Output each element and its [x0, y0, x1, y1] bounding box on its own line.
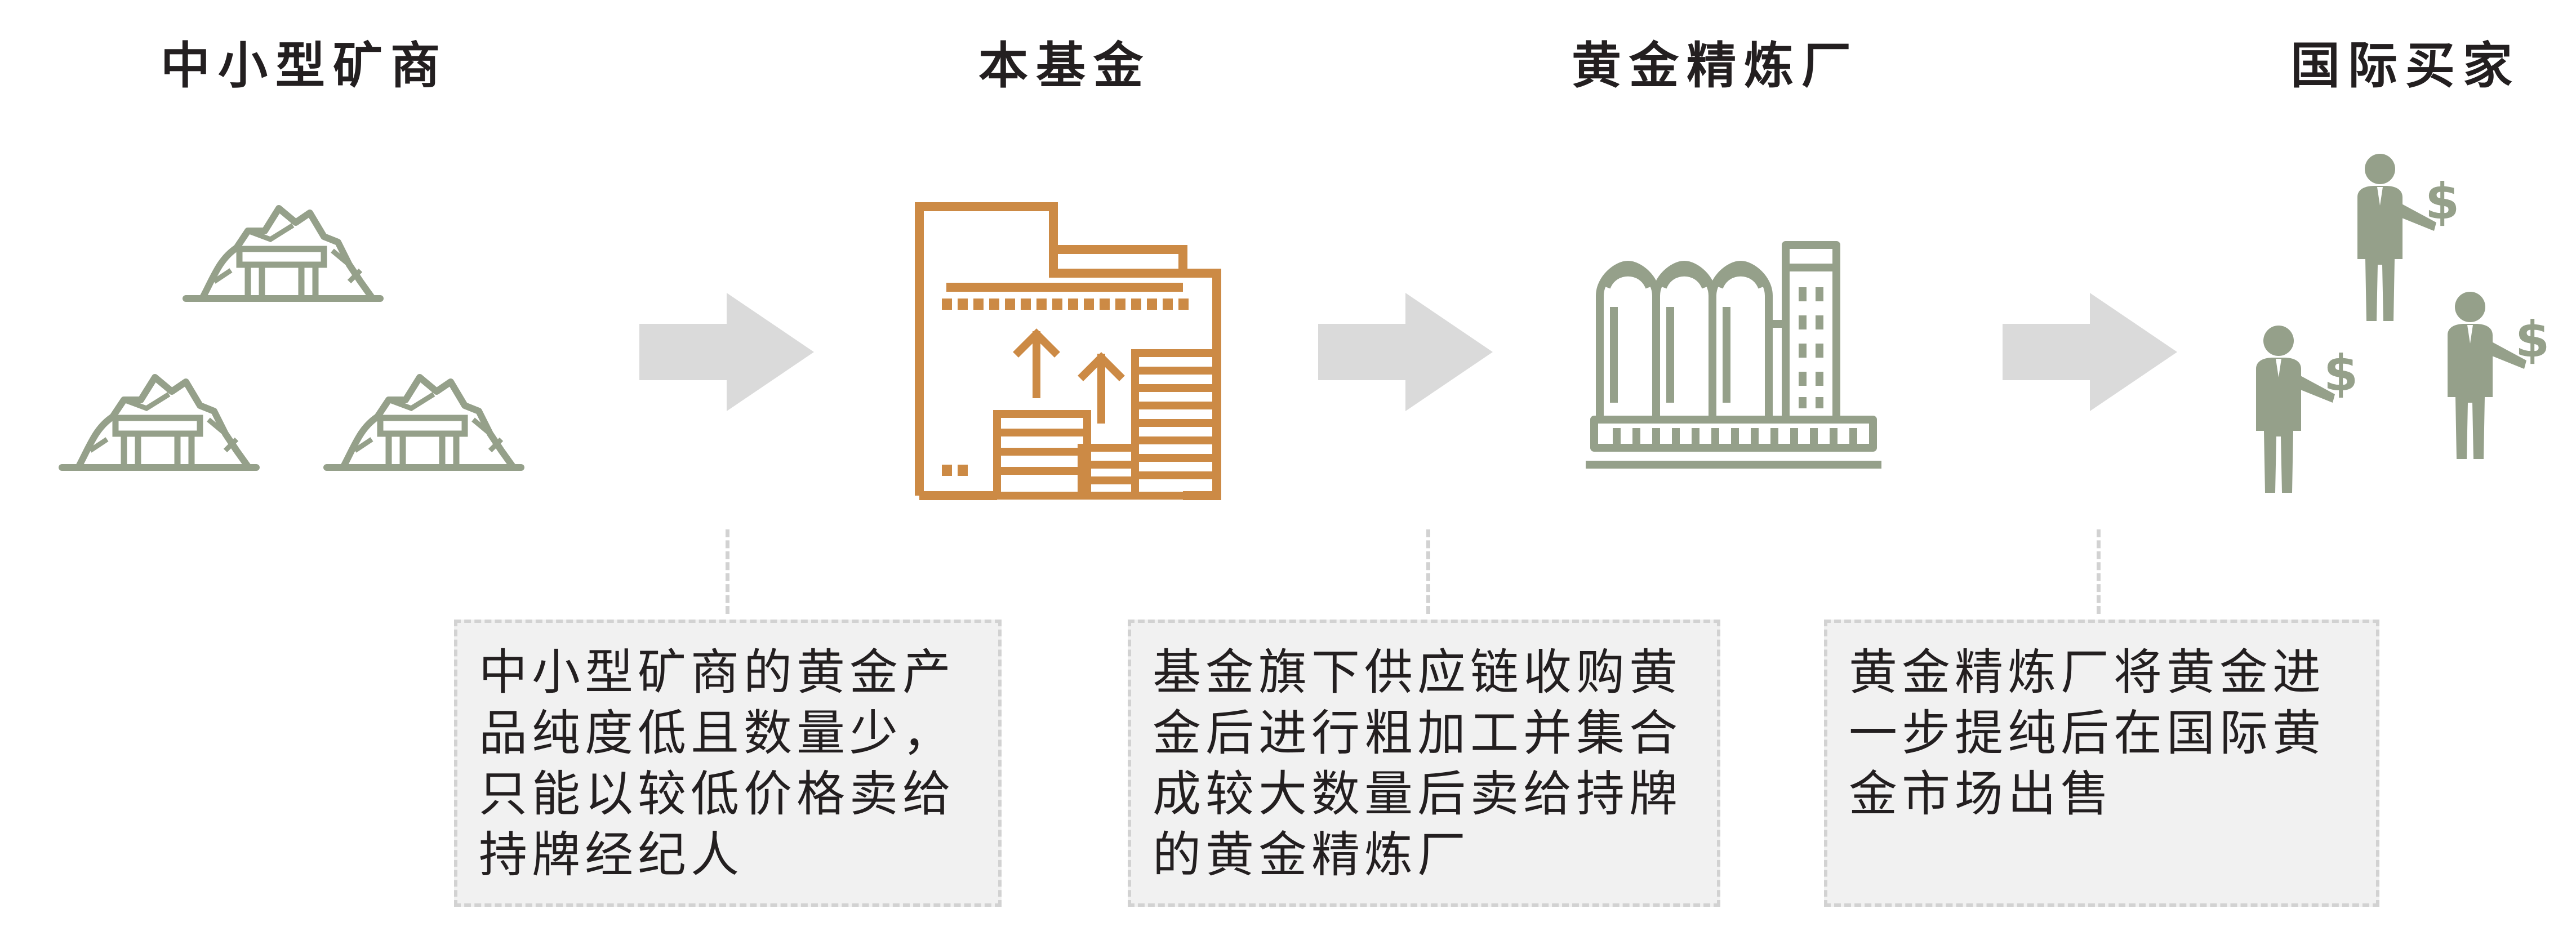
note-text-refinery: 黄金精炼厂将黄金进一步提纯后在国际黄金市场出售: [1849, 644, 2325, 822]
connector-note-1: [726, 529, 729, 614]
refinery-icon: [1586, 241, 1881, 469]
fund-folder-icon: [915, 202, 1221, 500]
stage-title-buyers: 国际买家: [2290, 37, 2520, 95]
connector-note-2: [1426, 529, 1430, 614]
note-box-refinery: 黄金精炼厂将黄金进一步提纯后在国际黄金市场出售: [1824, 620, 2379, 907]
arrow-refinery-to-buyers: [2003, 293, 2177, 411]
note-text-fund: 基金旗下供应链收购黄金后进行粗加工并集合成较大数量后卖给持牌的黄金精炼厂: [1153, 644, 1682, 883]
stage-title-miners: 中小型矿商: [160, 37, 448, 95]
connector-note-3: [2097, 529, 2101, 614]
note-text-miners: 中小型矿商的黄金产品纯度低且数量少，只能以较低价格卖给持牌经纪人: [479, 644, 955, 883]
note-box-miners: 中小型矿商的黄金产品纯度低且数量少，只能以较低价格卖给持牌经纪人: [454, 620, 1002, 907]
arrow-fund-to-refinery: [1318, 293, 1493, 411]
note-box-fund: 基金旗下供应链收购黄金后进行粗加工并集合成较大数量后卖给持牌的黄金精炼厂: [1128, 620, 1720, 907]
buyer-icon: $: [2256, 154, 2550, 493]
arrow-miners-to-fund: [639, 293, 814, 411]
mine-icon: [51, 197, 546, 490]
stage-title-refinery: 黄金精炼厂: [1572, 37, 1859, 95]
stage-title-fund: 本基金: [978, 37, 1151, 95]
